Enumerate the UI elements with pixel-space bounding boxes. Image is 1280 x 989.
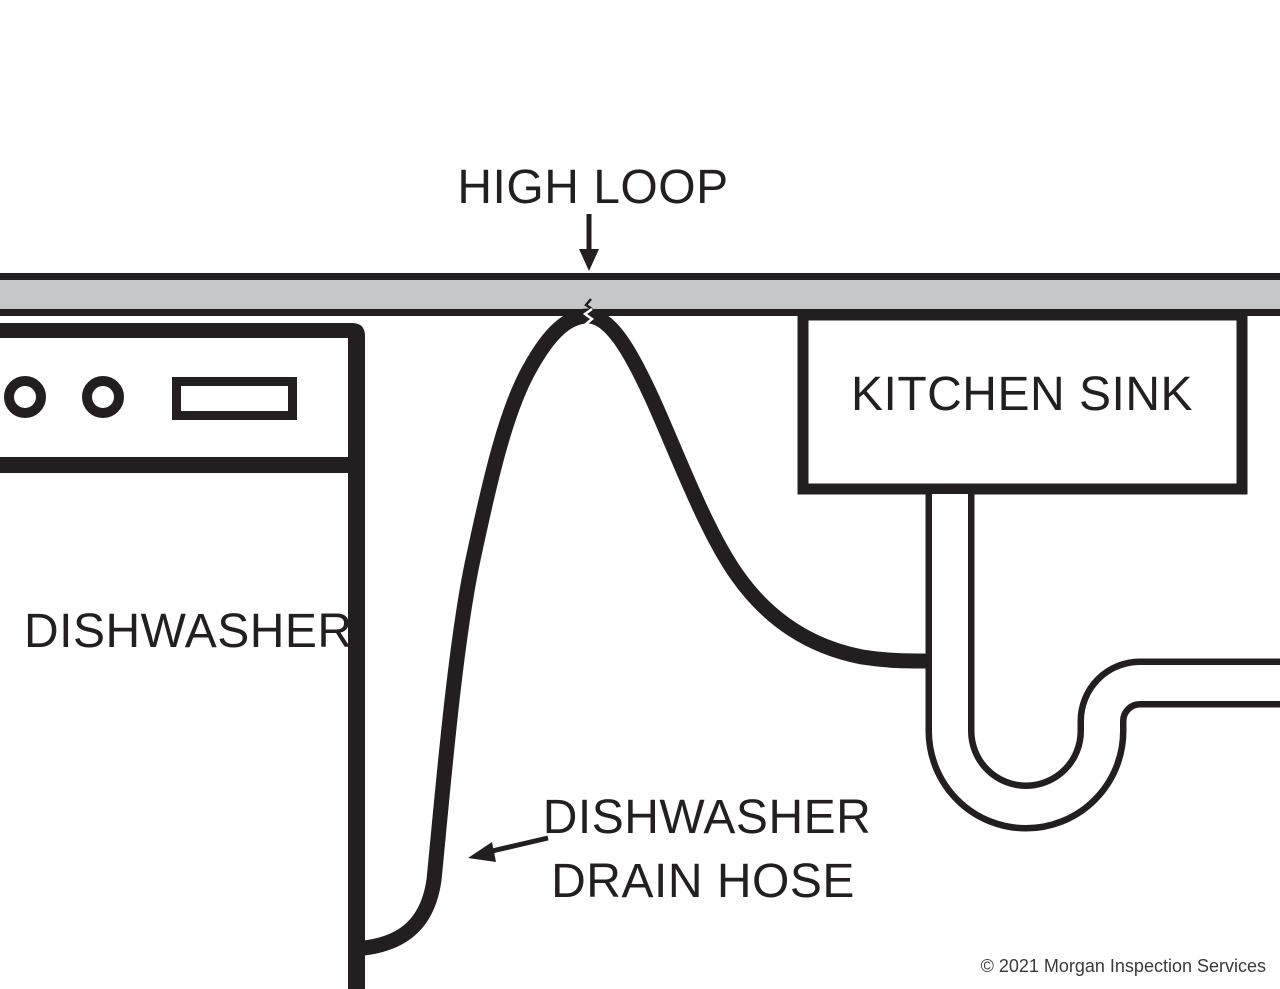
kitchen-sink-box bbox=[797, 309, 1248, 495]
dishwasher-handle bbox=[172, 377, 297, 420]
copyright-text: © 2021 Morgan Inspection Services bbox=[981, 956, 1266, 976]
dishwasher bbox=[0, 323, 365, 989]
high-loop-arrowhead-icon bbox=[579, 249, 599, 271]
hose-strap-squiggle-icon bbox=[582, 298, 595, 331]
high-loop-label: HIGH LOOP bbox=[457, 161, 728, 214]
countertop bbox=[0, 273, 1280, 316]
drain-hose-label-line2: DRAIN HOSE bbox=[551, 855, 855, 908]
squiggle-upper bbox=[584, 298, 593, 311]
dishwasher-label: DISHWASHER bbox=[24, 605, 353, 658]
drain-hose-label-line1: DISHWASHER bbox=[543, 791, 872, 844]
drain-hose-arrow-shaft bbox=[491, 835, 549, 854]
drain-hose-arrow bbox=[468, 835, 549, 862]
drain-pipe-inner bbox=[932, 494, 1280, 825]
drain-hose bbox=[362, 308, 928, 956]
countertop-surface bbox=[0, 280, 1280, 309]
squiggle-lower bbox=[582, 307, 595, 331]
dishwasher-panel-divider bbox=[0, 457, 348, 473]
high-loop-arrow bbox=[579, 214, 599, 271]
countertop-bottom-edge bbox=[0, 309, 1280, 316]
countertop-top-edge bbox=[0, 273, 1280, 280]
dishwasher-knob-right bbox=[82, 376, 124, 418]
dishwasher-knob-left bbox=[4, 376, 46, 418]
drain-hose-arrowhead-icon bbox=[468, 842, 496, 862]
sink-drain-pipe bbox=[925, 494, 1280, 832]
kitchen-sink-label: KITCHEN SINK bbox=[851, 368, 1193, 421]
